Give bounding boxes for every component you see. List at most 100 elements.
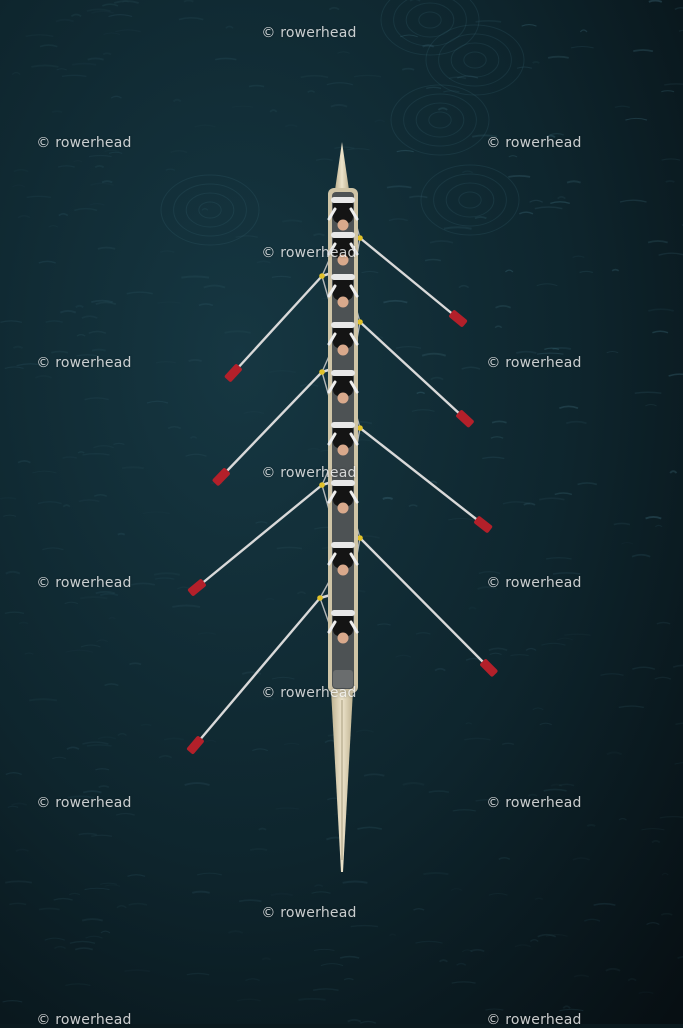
ripple (502, 501, 531, 505)
ripple (11, 802, 28, 806)
ripple (84, 887, 110, 891)
ripple (614, 105, 630, 109)
rower-torso (333, 324, 353, 348)
ripple (100, 930, 111, 934)
ripple (75, 304, 84, 309)
oar-collar (357, 535, 363, 541)
ripple (225, 25, 234, 29)
ripple (94, 164, 105, 169)
rower (327, 370, 359, 404)
watermark: © rowerhead (36, 575, 132, 591)
ripple (429, 240, 454, 244)
ripple (307, 90, 316, 94)
ripple (464, 737, 491, 741)
ripple (647, 240, 668, 244)
ripple (284, 124, 298, 128)
oar-shaft (359, 537, 487, 666)
ripple (87, 57, 104, 61)
ripple (126, 291, 153, 295)
ripple (395, 345, 422, 349)
ripple (539, 722, 553, 726)
ripple (62, 504, 71, 508)
ripple (485, 1008, 504, 1011)
ripple (93, 494, 108, 497)
ripple (488, 647, 508, 651)
ripple (401, 67, 415, 71)
ripple (183, 0, 194, 3)
oar-blade (186, 736, 204, 755)
watermark: © rowerhead (261, 465, 357, 481)
ripple (559, 1008, 584, 1012)
ripple (45, 320, 64, 323)
ripple (86, 8, 111, 12)
ripple (521, 24, 537, 27)
ripple (311, 891, 331, 894)
ripple (648, 0, 663, 3)
ripple (88, 330, 107, 334)
ripple (504, 269, 514, 273)
ripple (328, 6, 340, 11)
ripple (71, 62, 97, 66)
ripple (668, 373, 683, 377)
rower-shoulders (331, 322, 355, 328)
ripple (140, 723, 152, 727)
ripple (117, 732, 127, 737)
puddle-ring (380, 0, 480, 56)
ripple (525, 647, 537, 651)
ripple (482, 456, 505, 460)
ripple (298, 997, 326, 1001)
ripple (4, 611, 25, 615)
rower-shoulders (331, 232, 355, 238)
ripple (5, 880, 33, 884)
ripple (572, 255, 585, 258)
ripple (395, 654, 412, 658)
ripple (508, 155, 518, 158)
rower-arms (327, 207, 359, 221)
ripple (270, 892, 294, 897)
ripple (99, 882, 118, 885)
ripple (281, 219, 303, 223)
ripple (346, 148, 370, 151)
rower-head (337, 564, 349, 576)
ripple (214, 57, 237, 61)
ripple (296, 591, 307, 595)
ripple (203, 284, 226, 289)
ripple (5, 772, 22, 776)
ripple (652, 330, 669, 334)
ripple (25, 34, 54, 37)
rower (327, 322, 359, 356)
ripple (12, 184, 26, 188)
ripple (462, 949, 473, 953)
puddle-ring (160, 174, 260, 246)
ripple (263, 697, 274, 700)
oar-shaft (359, 237, 456, 317)
oar-collar (319, 369, 325, 375)
ripple (572, 857, 591, 861)
ripple (7, 805, 19, 808)
ripple (586, 824, 596, 827)
ripple (383, 299, 408, 304)
coxswain-seat (333, 670, 353, 688)
ripple (471, 134, 498, 138)
ripple (645, 403, 657, 407)
ripple (477, 586, 498, 590)
ripple (573, 974, 590, 978)
rower-torso (333, 234, 353, 258)
ripple (16, 363, 45, 367)
ripple (65, 649, 94, 653)
ripple (360, 1020, 377, 1024)
ripple (674, 762, 683, 765)
ripple (654, 524, 663, 528)
ripple (56, 68, 67, 71)
rower (327, 610, 359, 644)
ripple (189, 436, 198, 439)
ripple (633, 49, 654, 53)
ripple (77, 451, 85, 454)
ripple (490, 436, 504, 439)
ripple (421, 352, 447, 357)
ripple (625, 117, 648, 121)
ripple (93, 445, 114, 449)
ripple (600, 673, 624, 676)
ripple (89, 202, 105, 206)
ripple (271, 275, 291, 278)
